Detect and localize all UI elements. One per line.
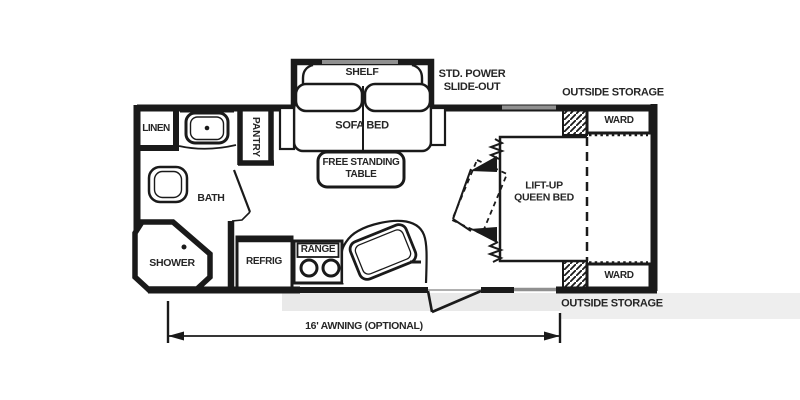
sofa-armrest-right	[429, 106, 447, 147]
sofa-cushion-left	[294, 82, 364, 113]
queen-bed-fixture	[498, 133, 648, 264]
bath-vanity-fixture	[178, 107, 237, 150]
hatch-box-bottom	[562, 260, 588, 289]
sofa-bed-fixture	[278, 82, 447, 153]
awning-shadow-band-fade	[560, 293, 800, 319]
shower-drain-icon	[181, 244, 187, 250]
bath-sink-inner	[189, 116, 225, 141]
wardrobe-top-box	[585, 108, 652, 135]
pantry-walls	[237, 108, 274, 166]
range-burner-left-icon	[299, 258, 319, 278]
shelf-bracket-left-icon	[301, 63, 314, 87]
range-burner-right-icon	[321, 258, 341, 278]
kitchen-counter-fixture	[340, 219, 428, 284]
shower-stall-fixture	[132, 219, 213, 292]
refrigerator-fixture	[235, 235, 294, 290]
awning-arrow-right-icon	[544, 331, 560, 341]
shelf-bracket-right-icon	[411, 63, 424, 87]
awning-arrow-left-icon	[168, 331, 184, 341]
linen-closet-walls	[137, 108, 179, 151]
toilet-fixture	[147, 165, 189, 204]
bath-sink-drain-icon	[204, 125, 210, 131]
vanity-counter-edge	[178, 144, 237, 150]
range-label-box	[296, 242, 340, 258]
bath-door	[231, 169, 252, 222]
bed-lift-mechanism-icon	[450, 138, 509, 263]
hatch-box-top	[562, 107, 588, 136]
awning-dimension	[166, 301, 562, 343]
sofa-cushion-right	[363, 82, 432, 113]
entry-door-swing	[426, 289, 482, 314]
wardrobe-bottom-box	[585, 262, 652, 290]
range-fixture	[292, 239, 344, 285]
sofa-armrest-left	[278, 106, 296, 151]
free-standing-table-fixture	[316, 150, 406, 189]
kitchen-sink	[348, 223, 418, 281]
